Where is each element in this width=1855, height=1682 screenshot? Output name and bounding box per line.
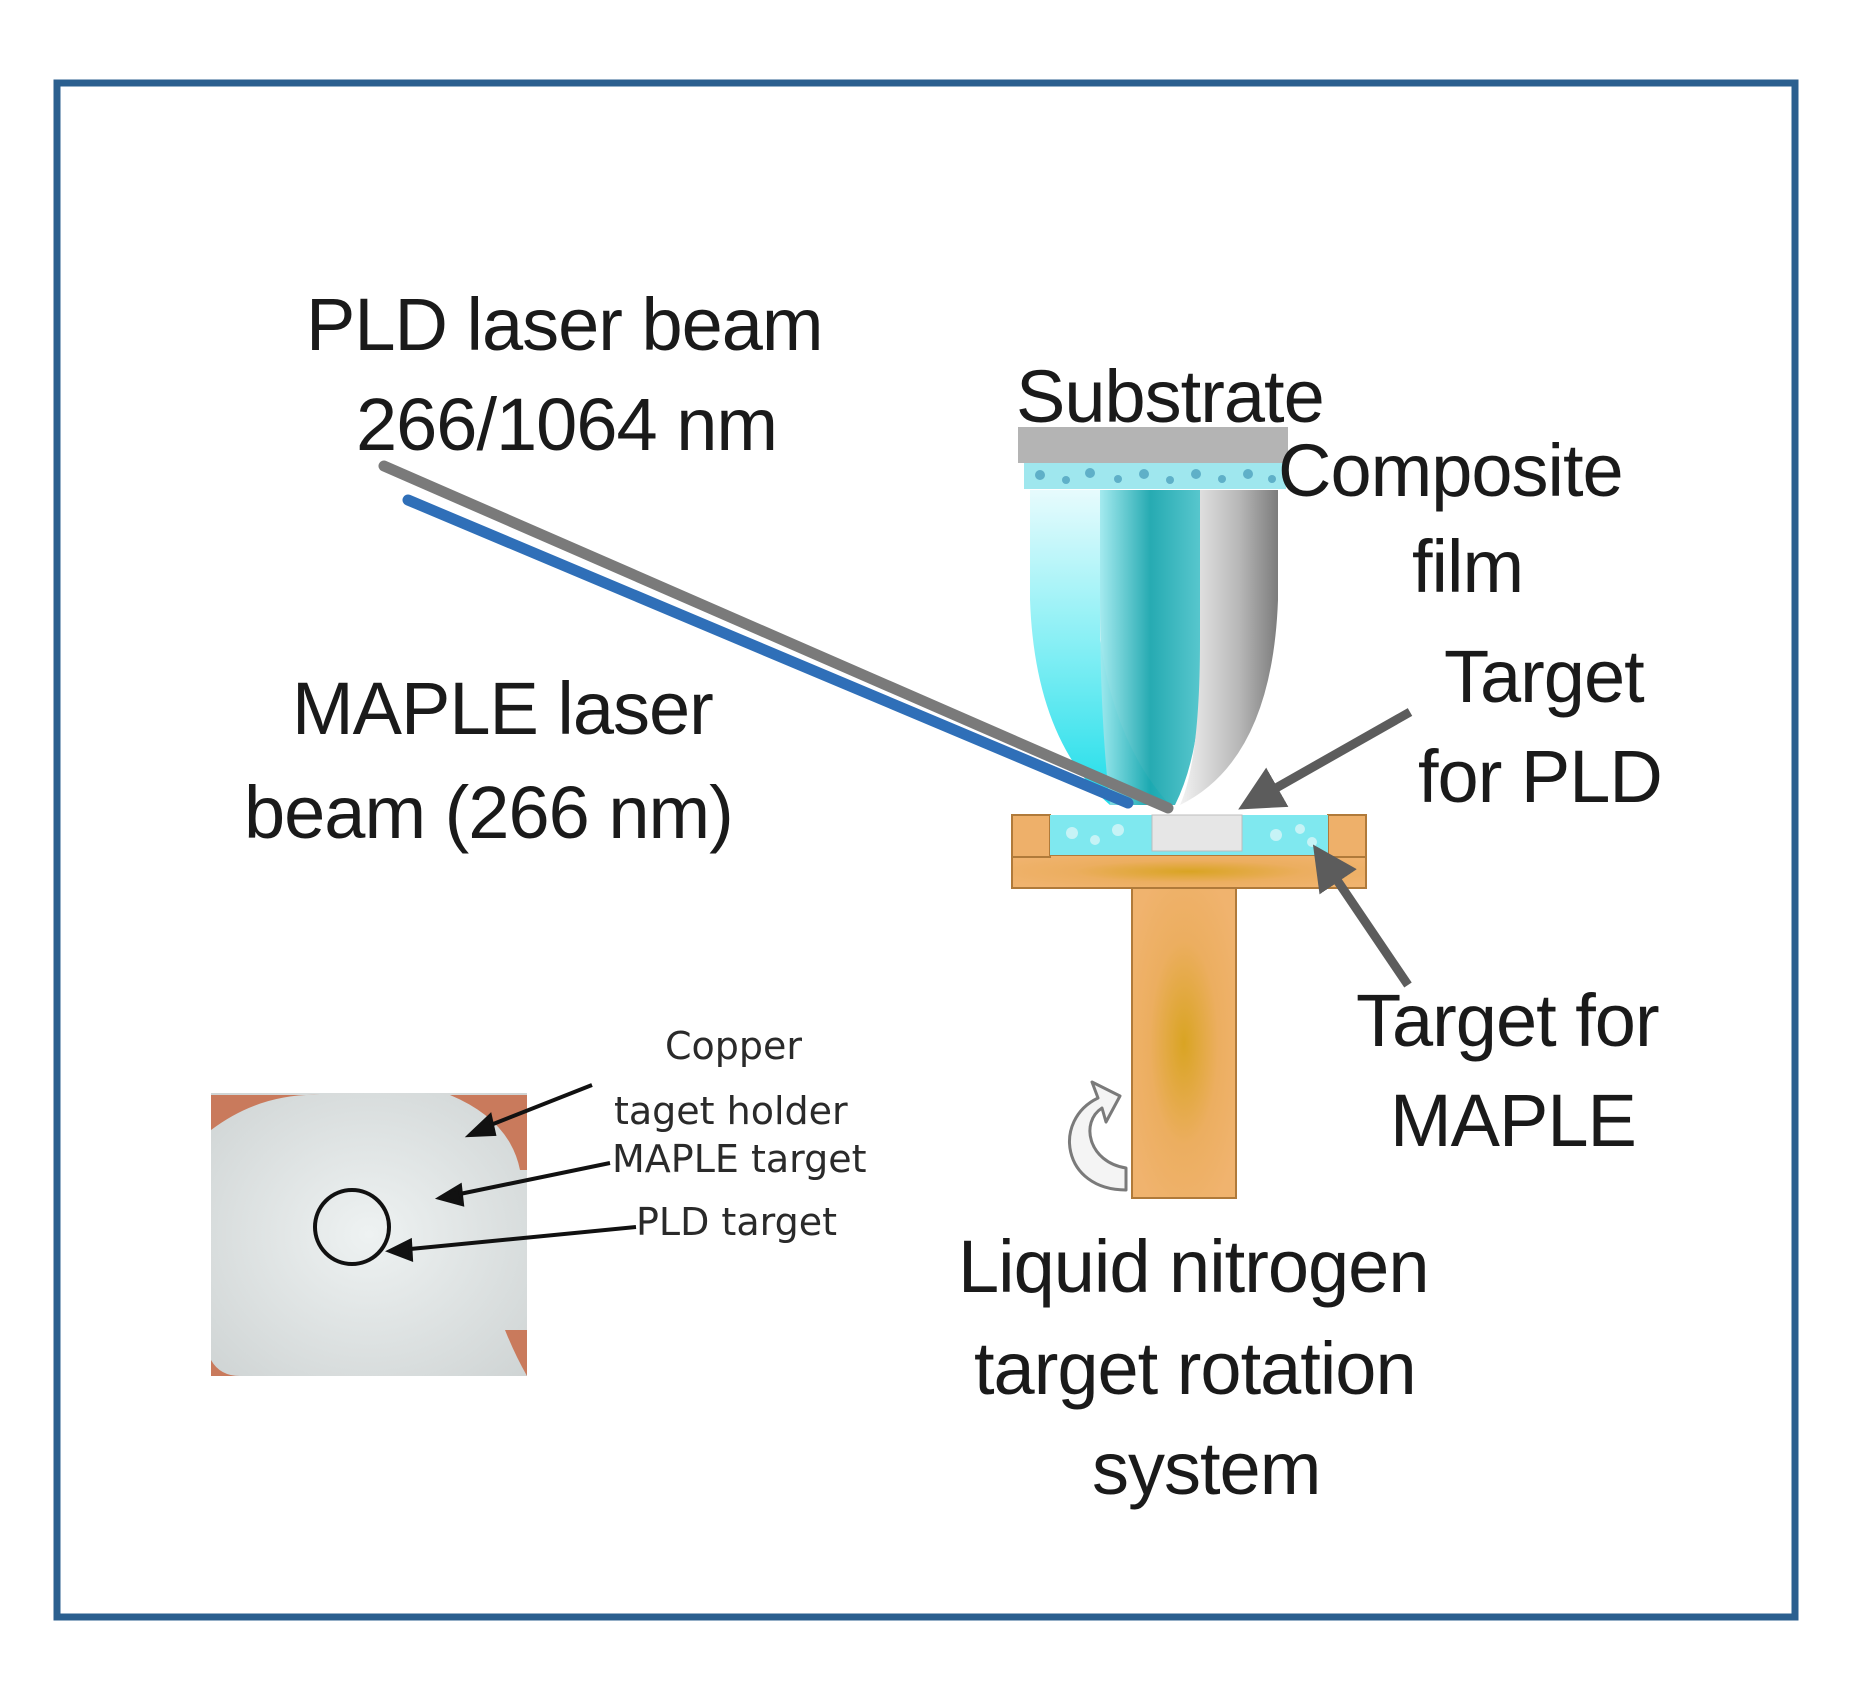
ln2-system-label-line1: Liquid nitrogen: [958, 1225, 1429, 1308]
pld-beam-label-line2: 266/1064 nm: [356, 383, 778, 466]
maple-laser-beam: [402, 494, 1134, 809]
target-maple-label-line1: Target for: [1356, 979, 1660, 1062]
rotation-arrow-icon: [1068, 1080, 1128, 1192]
deposition-plume: [1030, 490, 1278, 805]
target-pld-label-line1: Target: [1444, 635, 1645, 718]
target-maple-arrow: [1312, 844, 1412, 988]
holder-left-lip: [1011, 814, 1051, 858]
substrate-plate: [1018, 427, 1288, 463]
target-maple-label-line2: MAPLE: [1390, 1079, 1637, 1162]
target-holder-plate: [1011, 854, 1367, 889]
ln2-system-label-line2: target rotation: [974, 1327, 1417, 1410]
pld-beam-label-line1: PLD laser beam: [306, 283, 824, 366]
target-pld-label-line2: for PLD: [1418, 735, 1663, 818]
ln2-system-label-line3: system: [1092, 1427, 1321, 1510]
maple-beam-label-line2: beam (266 nm): [244, 771, 734, 854]
holder-right-lip: [1327, 814, 1367, 858]
inset-arrows: [385, 1083, 637, 1262]
maple-beam-label-line1: MAPLE laser: [292, 667, 714, 750]
target-photo-inset: [211, 1093, 527, 1376]
inset-copper-label-line1: Copper: [665, 1024, 803, 1068]
rotation-stem: [1131, 887, 1237, 1199]
pld-laser-beam: [378, 460, 1174, 814]
composite-film-label-line2: film: [1412, 525, 1524, 608]
composite-film-label-line1: Composite: [1278, 429, 1624, 512]
maple-target-texture: [1066, 824, 1317, 847]
substrate-label: Substrate: [1016, 355, 1325, 438]
composite-film-layer: [1024, 463, 1286, 489]
pld-target-disc: [1151, 814, 1243, 852]
inset-pld-target-label: PLD target: [636, 1200, 837, 1244]
inset-maple-target-label: MAPLE target: [612, 1137, 867, 1181]
target-pld-arrow: [1238, 708, 1413, 810]
composite-film-particles: [1035, 468, 1276, 484]
inset-copper-label-line2: taget holder: [614, 1089, 848, 1133]
pld-target-circle: [313, 1188, 391, 1266]
